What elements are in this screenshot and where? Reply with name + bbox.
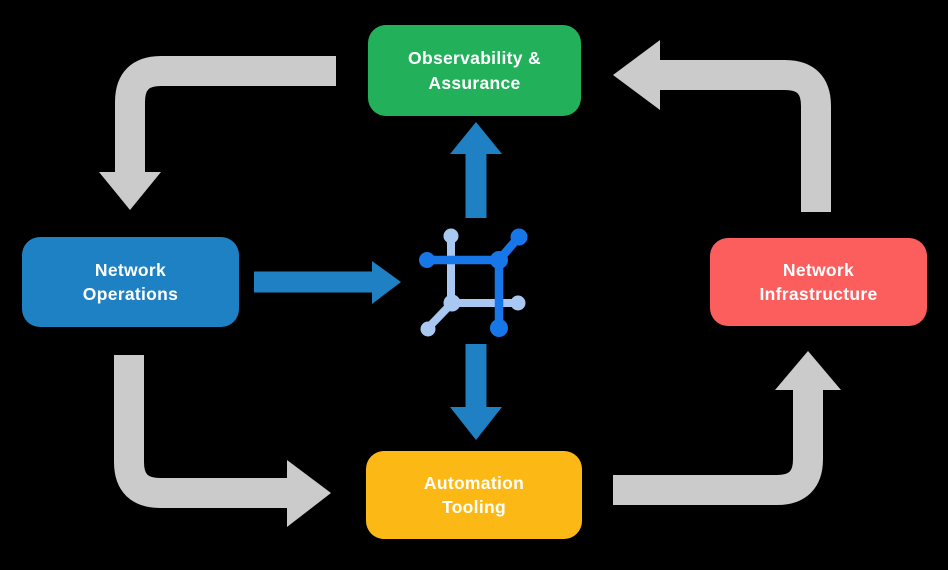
- node-label-line: Observability &: [408, 48, 541, 69]
- node-label-line: Tooling: [442, 497, 506, 517]
- node-label-line: Operations: [82, 284, 179, 304]
- arrow-automation-to-infrastructure: [613, 351, 841, 505]
- node-automation-tooling: Automation Tooling: [366, 451, 582, 539]
- network-mesh-icon: [415, 222, 540, 347]
- node-label-line: Infrastructure: [759, 284, 878, 304]
- node-label-line: Network: [94, 259, 167, 280]
- arrow-observability-to-operations: [99, 56, 336, 210]
- network-mesh-icon-svg: [419, 228, 528, 337]
- node-network-operations: Network Operations: [22, 237, 239, 327]
- arrow-center-to-automation: [450, 344, 502, 440]
- arrow-operations-to-automation: [114, 355, 331, 527]
- node-label-line: Network: [782, 259, 855, 280]
- arrow-center-to-observability: [450, 122, 502, 218]
- arrow-operations-to-center: [254, 261, 401, 304]
- node-label-line: Assurance: [428, 72, 521, 93]
- node-observability-assurance: Observability & Assurance: [368, 25, 581, 116]
- arrow-infrastructure-to-observability: [613, 40, 831, 212]
- node-label-line: Automation: [423, 472, 525, 493]
- node-network-infrastructure: Network Infrastructure: [710, 238, 927, 326]
